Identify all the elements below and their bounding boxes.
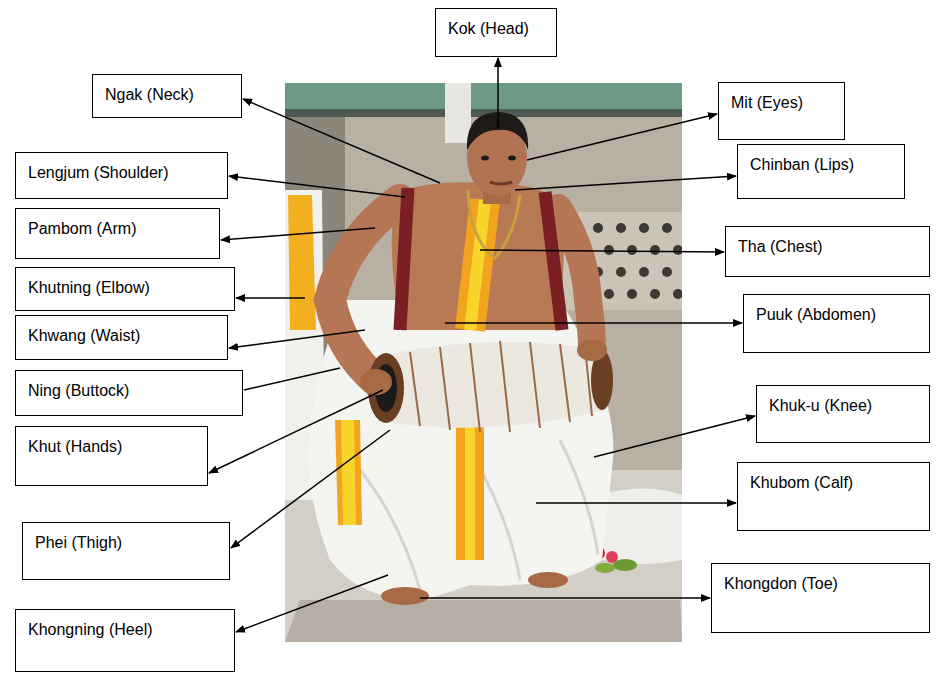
leader-line bbox=[420, 597, 710, 599]
eye bbox=[508, 156, 516, 161]
part-label: Chinban (Lips) bbox=[750, 155, 854, 175]
part-label: Kok (Head) bbox=[448, 19, 529, 39]
left-hand bbox=[360, 369, 392, 395]
hole bbox=[604, 245, 614, 255]
right-hand bbox=[577, 339, 607, 361]
leader-line bbox=[445, 322, 742, 324]
hole bbox=[673, 289, 682, 299]
leader-line bbox=[527, 114, 717, 160]
hole bbox=[639, 223, 649, 233]
torso bbox=[392, 182, 566, 330]
right-foot bbox=[528, 572, 568, 588]
lips bbox=[490, 182, 512, 184]
leader-line bbox=[594, 416, 755, 457]
leader-line bbox=[480, 250, 724, 252]
part-label: Pambom (Arm) bbox=[28, 219, 136, 239]
hole bbox=[627, 245, 637, 255]
label-box: Phei (Thigh) bbox=[22, 522, 230, 580]
drum-strap bbox=[400, 188, 562, 330]
hanging-sash-stripe bbox=[341, 420, 356, 525]
part-label: Puuk (Abdomen) bbox=[756, 305, 876, 325]
label-box: Ngak (Neck) bbox=[92, 74, 242, 118]
label-box: Khubom (Calf) bbox=[737, 462, 930, 531]
leader-line bbox=[536, 502, 736, 504]
part-label: Khongning (Heel) bbox=[28, 620, 153, 640]
drum-strings bbox=[410, 341, 592, 432]
part-label: Mit (Eyes) bbox=[731, 93, 803, 113]
hole bbox=[662, 267, 672, 277]
label-box: Khuk-u (Knee) bbox=[756, 385, 930, 443]
leader-line bbox=[229, 176, 405, 197]
hole bbox=[604, 289, 614, 299]
hole bbox=[593, 223, 603, 233]
hole bbox=[616, 267, 626, 277]
wall bbox=[285, 83, 682, 642]
label-box: Ning (Buttock) bbox=[15, 370, 243, 416]
label-box: Tha (Chest) bbox=[725, 226, 930, 277]
hole bbox=[616, 223, 626, 233]
label-box: Chinban (Lips) bbox=[737, 144, 905, 199]
part-label: Khongdon (Toe) bbox=[724, 574, 838, 594]
label-box: Khwang (Waist) bbox=[15, 315, 228, 360]
label-box: Lengjum (Shoulder) bbox=[15, 152, 228, 199]
part-label: Ngak (Neck) bbox=[105, 85, 194, 105]
part-label: Khut (Hands) bbox=[28, 437, 122, 457]
part-label: Phei (Thigh) bbox=[35, 533, 122, 553]
eye bbox=[481, 156, 489, 161]
hole bbox=[673, 245, 682, 255]
left-foot bbox=[381, 587, 429, 605]
side-dancer-sash bbox=[288, 195, 316, 330]
leader-line bbox=[231, 430, 390, 548]
leader-line bbox=[243, 99, 440, 183]
leader-line bbox=[244, 368, 340, 390]
leader-line bbox=[236, 297, 305, 299]
hanging-sash bbox=[335, 420, 362, 525]
part-label: Lengjum (Shoulder) bbox=[28, 163, 169, 183]
hole bbox=[639, 267, 649, 277]
leader-line bbox=[221, 228, 375, 240]
label-box: Kok (Head) bbox=[435, 8, 557, 57]
part-label: Khubom (Calf) bbox=[750, 473, 853, 493]
hole bbox=[627, 289, 637, 299]
hole bbox=[662, 223, 672, 233]
part-label: Khwang (Waist) bbox=[28, 326, 140, 346]
part-label: Ning (Buttock) bbox=[28, 381, 129, 401]
floor-reflection bbox=[285, 600, 682, 642]
photo bbox=[285, 83, 682, 642]
leader-line bbox=[497, 58, 499, 128]
label-box: Mit (Eyes) bbox=[718, 82, 845, 140]
leaf bbox=[595, 563, 615, 573]
hole bbox=[650, 289, 660, 299]
label-box: Khutning (Elbow) bbox=[15, 267, 235, 311]
leaf bbox=[613, 559, 637, 571]
label-box: Khongning (Heel) bbox=[15, 609, 235, 672]
leader-line bbox=[236, 575, 388, 632]
leader-line bbox=[229, 330, 365, 348]
sash-lower bbox=[456, 420, 484, 560]
label-box: Khongdon (Toe) bbox=[711, 563, 930, 633]
sash-lower-stripe bbox=[465, 420, 475, 560]
label-box: Puuk (Abdomen) bbox=[743, 294, 930, 353]
leaders bbox=[209, 58, 755, 632]
leader-line bbox=[515, 176, 736, 190]
label-box: Pambom (Arm) bbox=[15, 208, 220, 259]
hole bbox=[650, 245, 660, 255]
part-label: Khuk-u (Knee) bbox=[769, 396, 872, 416]
gold-chain bbox=[468, 190, 520, 258]
pillar bbox=[445, 83, 471, 143]
label-box: Khut (Hands) bbox=[15, 426, 208, 486]
part-label: Tha (Chest) bbox=[738, 237, 822, 257]
green-ledge bbox=[285, 83, 682, 109]
part-label: Khutning (Elbow) bbox=[28, 278, 150, 298]
